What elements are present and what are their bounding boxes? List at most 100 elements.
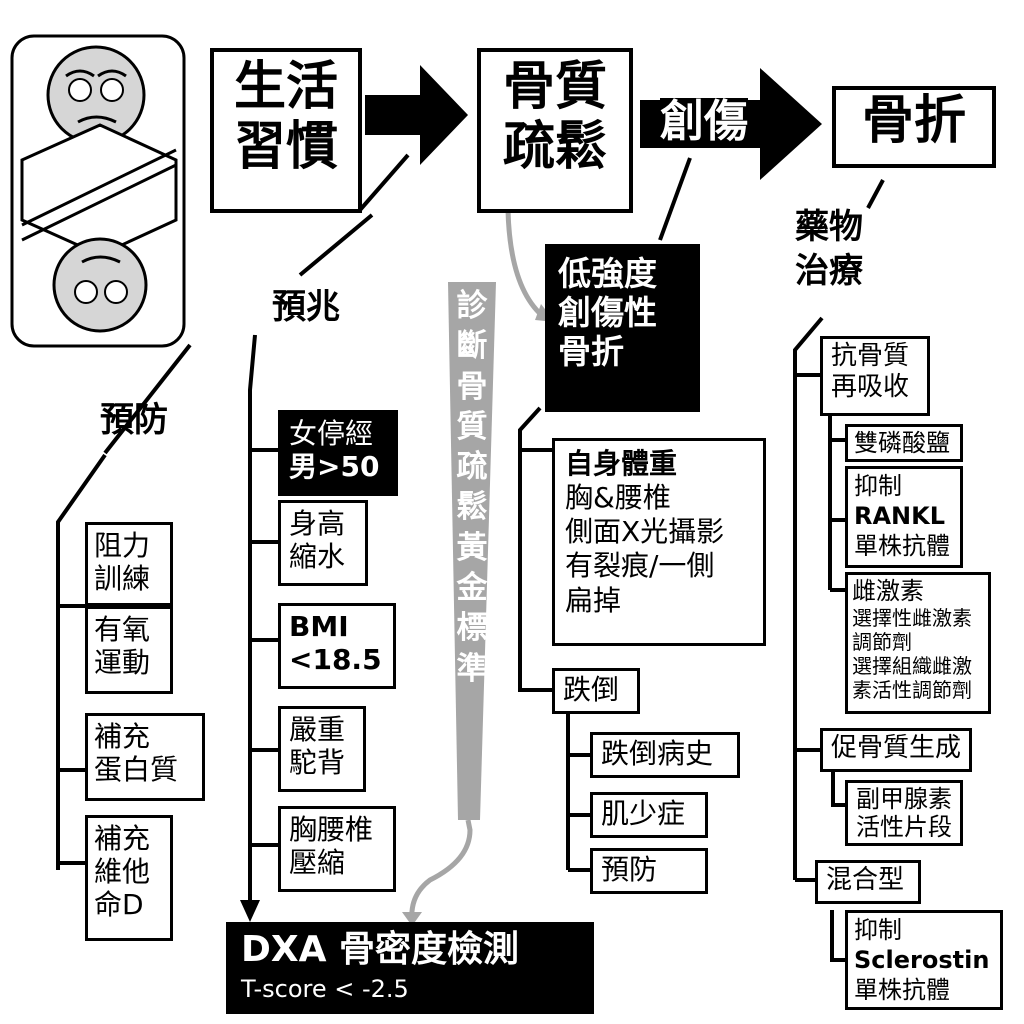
diagnosis-banner: 診 斷 骨 質 疏 鬆 黃 金 標 準 <box>455 286 489 689</box>
diagnosis-char: 疏 <box>456 449 488 486</box>
prevention-item-protein: 補充 蛋白質 <box>85 713 205 801</box>
self-weight-line: 扁掉 <box>565 583 622 617</box>
bisphosphonate-text: 雙磷酸鹽 <box>854 429 950 457</box>
prevention-text: 補充 <box>94 822 151 855</box>
sign-item-height-loss: 身高 縮水 <box>278 500 368 586</box>
osteoporosis-box: 骨質 疏鬆 <box>477 48 633 213</box>
diagnosis-banner-shape <box>448 282 496 820</box>
low-energy-fracture-text: 骨折 <box>558 331 624 371</box>
fracture-text: 骨折 <box>861 91 966 151</box>
fall-item-text: 預防 <box>601 853 658 886</box>
self-weight-line: 側面X光攝影 <box>565 515 725 549</box>
diagnosis-char: 診 <box>456 288 488 324</box>
prevention-text: 運動 <box>94 646 151 680</box>
sclerostin-antibody-box: 抑制 Sclerostin 單株抗體 <box>845 910 1003 1010</box>
prevention-item-vitamin-d: 補充 維他 命D <box>85 815 173 941</box>
rankl-text: RANKL <box>854 502 946 530</box>
dxa-tscore: T-score < -2.5 <box>241 975 409 1004</box>
anabolic-text: 促骨質生成 <box>831 733 962 763</box>
rankl-text: 抑制 <box>854 472 902 500</box>
estrogen-box: 雌激素 選擇性雌激素 調節劑 選擇組織雌激 素活性調節劑 <box>845 572 991 714</box>
antiresorptive-text: 抗骨質 <box>831 341 910 371</box>
sign-item-vertebral-compression: 胸腰椎 壓縮 <box>278 806 396 892</box>
prevention-item-aerobic: 有氧 運動 <box>85 606 173 694</box>
self-weight-line: 有裂痕/一側 <box>565 549 715 583</box>
diagnosis-char: 質 <box>456 408 488 445</box>
mixed-text: 混合型 <box>826 865 905 895</box>
prevention-item-resistance: 阻力 訓練 <box>85 522 173 606</box>
sign-text: 嚴重 <box>289 713 346 746</box>
prevention-text: 訓練 <box>94 562 151 596</box>
diagnosis-char: 準 <box>456 650 488 687</box>
lifestyle-text-1: 生活 <box>233 57 338 117</box>
sign-item-bmi: BMI <18.5 <box>278 603 396 689</box>
low-energy-fracture-box: 低強度 創傷性 骨折 <box>545 244 700 412</box>
anabolic-box: 促骨質生成 <box>820 728 972 772</box>
self-weight-line: 胸&腰椎 <box>565 481 671 515</box>
sclerostin-text: 單株抗體 <box>854 976 950 1004</box>
estrogen-title: 雌激素 <box>852 577 924 605</box>
fall-item-text: 肌少症 <box>601 797 686 830</box>
mixed-box: 混合型 <box>815 860 921 904</box>
fall-item-text: 跌倒病史 <box>601 737 714 770</box>
sign-text: <18.5 <box>289 643 382 677</box>
diagnosis-char: 標 <box>456 610 488 647</box>
estrogen-line: 選擇組織雌激 <box>852 653 972 678</box>
fracture-box: 骨折 <box>832 86 996 168</box>
self-weight-title: 自身體重 <box>565 447 678 480</box>
sign-text: 身高 <box>289 507 346 540</box>
signs-label: 預兆 <box>272 287 340 327</box>
old-man-portrait-illustration <box>10 34 186 348</box>
sign-item-age: 女停經 男>50 <box>278 410 398 496</box>
arrow-signs-to-dxa <box>240 900 260 922</box>
pth-text: 副甲腺素 <box>856 785 952 813</box>
arrow-lifestyle-to-osteoporosis <box>365 65 468 165</box>
diagnosis-char: 鬆 <box>456 489 488 526</box>
estrogen-line: 選擇性雌激素 <box>852 605 972 630</box>
prevention-text: 有氧 <box>94 613 151 646</box>
diagnosis-char: 斷 <box>456 328 488 365</box>
drug-treatment-label: 藥物 治療 <box>795 205 863 293</box>
lifestyle-text-2: 習慣 <box>233 116 338 177</box>
estrogen-line: 調節劑 <box>852 629 912 654</box>
sign-text: BMI <box>289 610 349 643</box>
diagnosis-char: 金 <box>456 570 488 607</box>
diagnosis-char: 骨 <box>456 368 488 405</box>
drug-treatment-text-2: 治療 <box>795 251 863 292</box>
self-weight-box: 自身體重 胸&腰椎 側面X光攝影 有裂痕/一側 扁掉 <box>552 438 766 646</box>
antiresorptive-box: 抗骨質 再吸收 <box>820 336 930 416</box>
prevention-text: 命D <box>94 888 144 922</box>
pth-box: 副甲腺素 活性片段 <box>845 780 963 846</box>
fall-box: 跌倒 <box>552 668 640 714</box>
sign-text: 壓縮 <box>289 846 346 880</box>
sclerostin-text: 抑制 <box>854 916 902 944</box>
fall-title: 跌倒 <box>563 673 620 706</box>
dxa-box: DXA 骨密度檢測 T-score < -2.5 <box>226 922 594 1014</box>
low-energy-fracture-text: 低強度 <box>558 254 657 293</box>
estrogen-line: 素活性調節劑 <box>852 677 972 702</box>
rankl-antibody-box: 抑制 RANKL 單株抗體 <box>845 466 963 568</box>
sarcopenia-box: 肌少症 <box>590 792 708 838</box>
sign-text: 胸腰椎 <box>289 813 374 846</box>
dxa-title: DXA 骨密度檢測 <box>241 929 520 970</box>
rankl-text: 單株抗體 <box>854 532 950 560</box>
sign-text: 男>50 <box>289 450 380 484</box>
fall-history-box: 跌倒病史 <box>590 732 740 778</box>
sign-text: 駝背 <box>289 746 346 780</box>
bisphosphonate-box: 雙磷酸鹽 <box>845 424 963 462</box>
prevention-label: 預防 <box>100 400 168 440</box>
osteoporosis-text-2: 疏鬆 <box>502 116 607 177</box>
sign-text: 女停經 <box>289 417 374 450</box>
lifestyle-box: 生活 習慣 <box>210 48 362 213</box>
sign-text: 縮水 <box>289 540 346 574</box>
sclerostin-text: Sclerostin <box>854 946 990 974</box>
antiresorptive-text: 再吸收 <box>831 371 910 402</box>
drug-treatment-text-1: 藥物 <box>795 207 863 247</box>
sign-item-kyphosis: 嚴重 駝背 <box>278 706 366 792</box>
low-energy-fracture-text: 創傷性 <box>558 292 657 332</box>
pth-text: 活性片段 <box>856 813 952 842</box>
trauma-label: 創傷 <box>660 96 748 147</box>
osteoporosis-text-1: 骨質 <box>502 57 607 117</box>
prevention-text: 維他 <box>94 855 151 889</box>
